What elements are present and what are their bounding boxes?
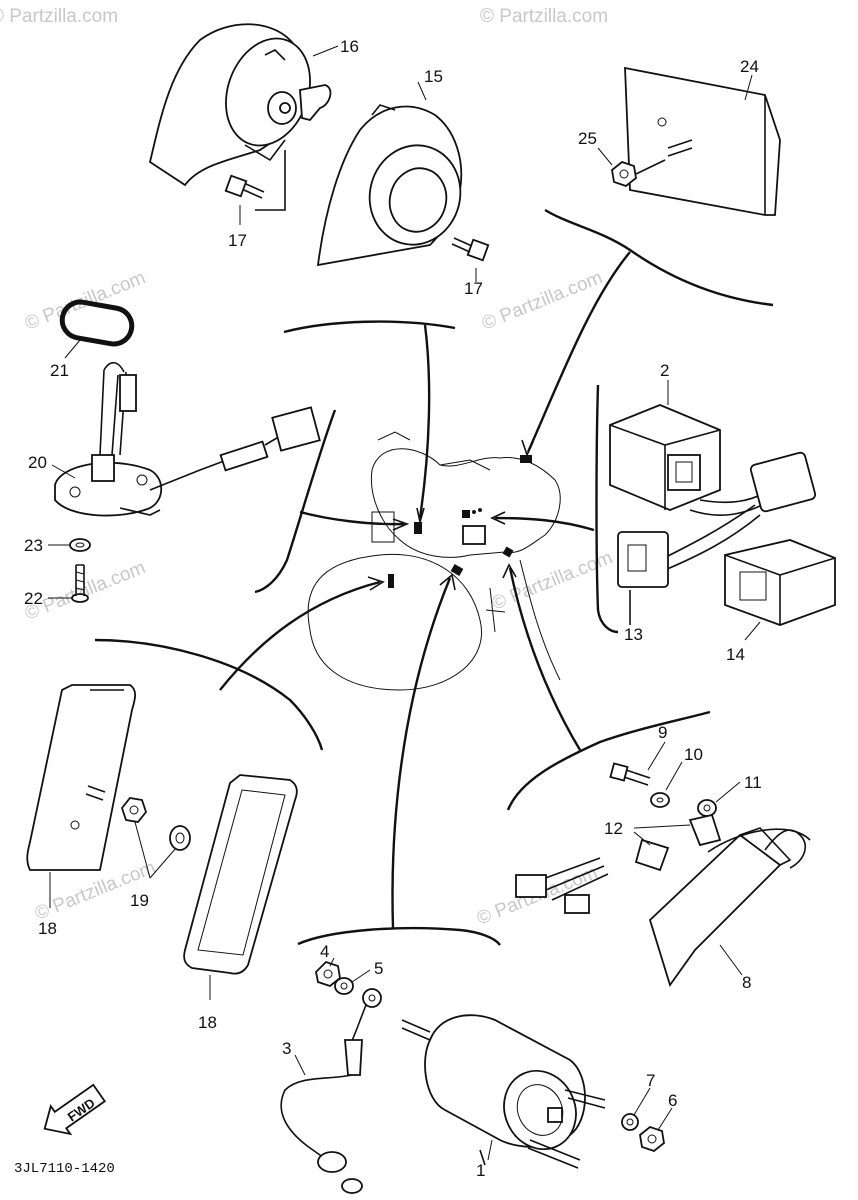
fuel-sender-20 xyxy=(54,361,321,517)
part-label-17a: 17 xyxy=(228,231,247,250)
part-label-4: 4 xyxy=(320,942,329,961)
reflector-24 xyxy=(624,66,781,216)
part-label-2: 2 xyxy=(660,361,669,380)
part-label-23: 23 xyxy=(24,536,43,555)
horn-16 xyxy=(148,23,332,211)
part-label-18a: 18 xyxy=(38,919,57,938)
part-label-1: 1 xyxy=(476,1161,485,1180)
part-label-8: 8 xyxy=(742,973,751,992)
motorcycle-outline xyxy=(307,431,561,691)
part-label-20: 20 xyxy=(28,453,47,472)
watermark: © Partzilla.com xyxy=(480,6,608,27)
part-label-9: 9 xyxy=(658,723,667,742)
part-label-17b: 17 xyxy=(464,279,483,298)
starter-relay-1 xyxy=(401,1014,606,1169)
damper-12 xyxy=(634,813,722,872)
part-label-25: 25 xyxy=(578,129,597,148)
part-label-10: 10 xyxy=(684,745,703,764)
watermark: © Partzilla.com xyxy=(0,6,118,27)
relay-2 xyxy=(609,404,817,516)
part-label-14: 14 xyxy=(726,645,745,664)
part-label-13: 13 xyxy=(624,625,643,644)
watermark: © Partzilla.com xyxy=(479,267,606,334)
outline-markers xyxy=(388,455,532,588)
washer-7 xyxy=(621,1113,639,1131)
washer-10 xyxy=(650,792,670,808)
bolt-9 xyxy=(609,762,651,786)
part-label-19: 19 xyxy=(130,891,149,910)
part-label-11: 11 xyxy=(744,773,762,792)
part-label-7: 7 xyxy=(646,1071,655,1090)
bolt-17b xyxy=(451,237,490,262)
part-label-5: 5 xyxy=(374,959,383,978)
washer-23 xyxy=(69,538,91,552)
connector-13 xyxy=(617,504,761,625)
part-label-16: 16 xyxy=(340,37,359,56)
reflector-18b xyxy=(183,774,298,975)
diagram-code: 3JL7110-1420 xyxy=(14,1161,115,1177)
nut-19 xyxy=(120,797,191,851)
part-labels: 16 15 17 17 24 25 21 20 23 22 2 13 14 9 … xyxy=(24,37,762,1180)
collar-11 xyxy=(697,799,717,817)
part-label-12: 12 xyxy=(604,819,623,838)
leader-lines xyxy=(94,208,774,946)
part-label-6: 6 xyxy=(668,1091,677,1110)
part-label-15: 15 xyxy=(424,67,443,86)
bolt-17a xyxy=(224,174,265,199)
washer-5 xyxy=(334,977,354,995)
part-label-24: 24 xyxy=(740,57,759,76)
lead-wire-3 xyxy=(280,988,382,1194)
horn-15 xyxy=(316,104,463,267)
nut-25 xyxy=(611,159,666,188)
part-label-22: 22 xyxy=(24,589,43,608)
connector-14 xyxy=(724,539,836,626)
nut-6 xyxy=(639,1125,665,1153)
fwd-arrow-icon: FWD xyxy=(43,1083,107,1136)
reflector-18a xyxy=(26,684,137,871)
unit-8 xyxy=(515,827,811,988)
part-label-21: 21 xyxy=(50,361,69,380)
part-label-3: 3 xyxy=(282,1039,291,1058)
part-label-18b: 18 xyxy=(198,1013,217,1032)
gasket-21 xyxy=(59,299,135,347)
